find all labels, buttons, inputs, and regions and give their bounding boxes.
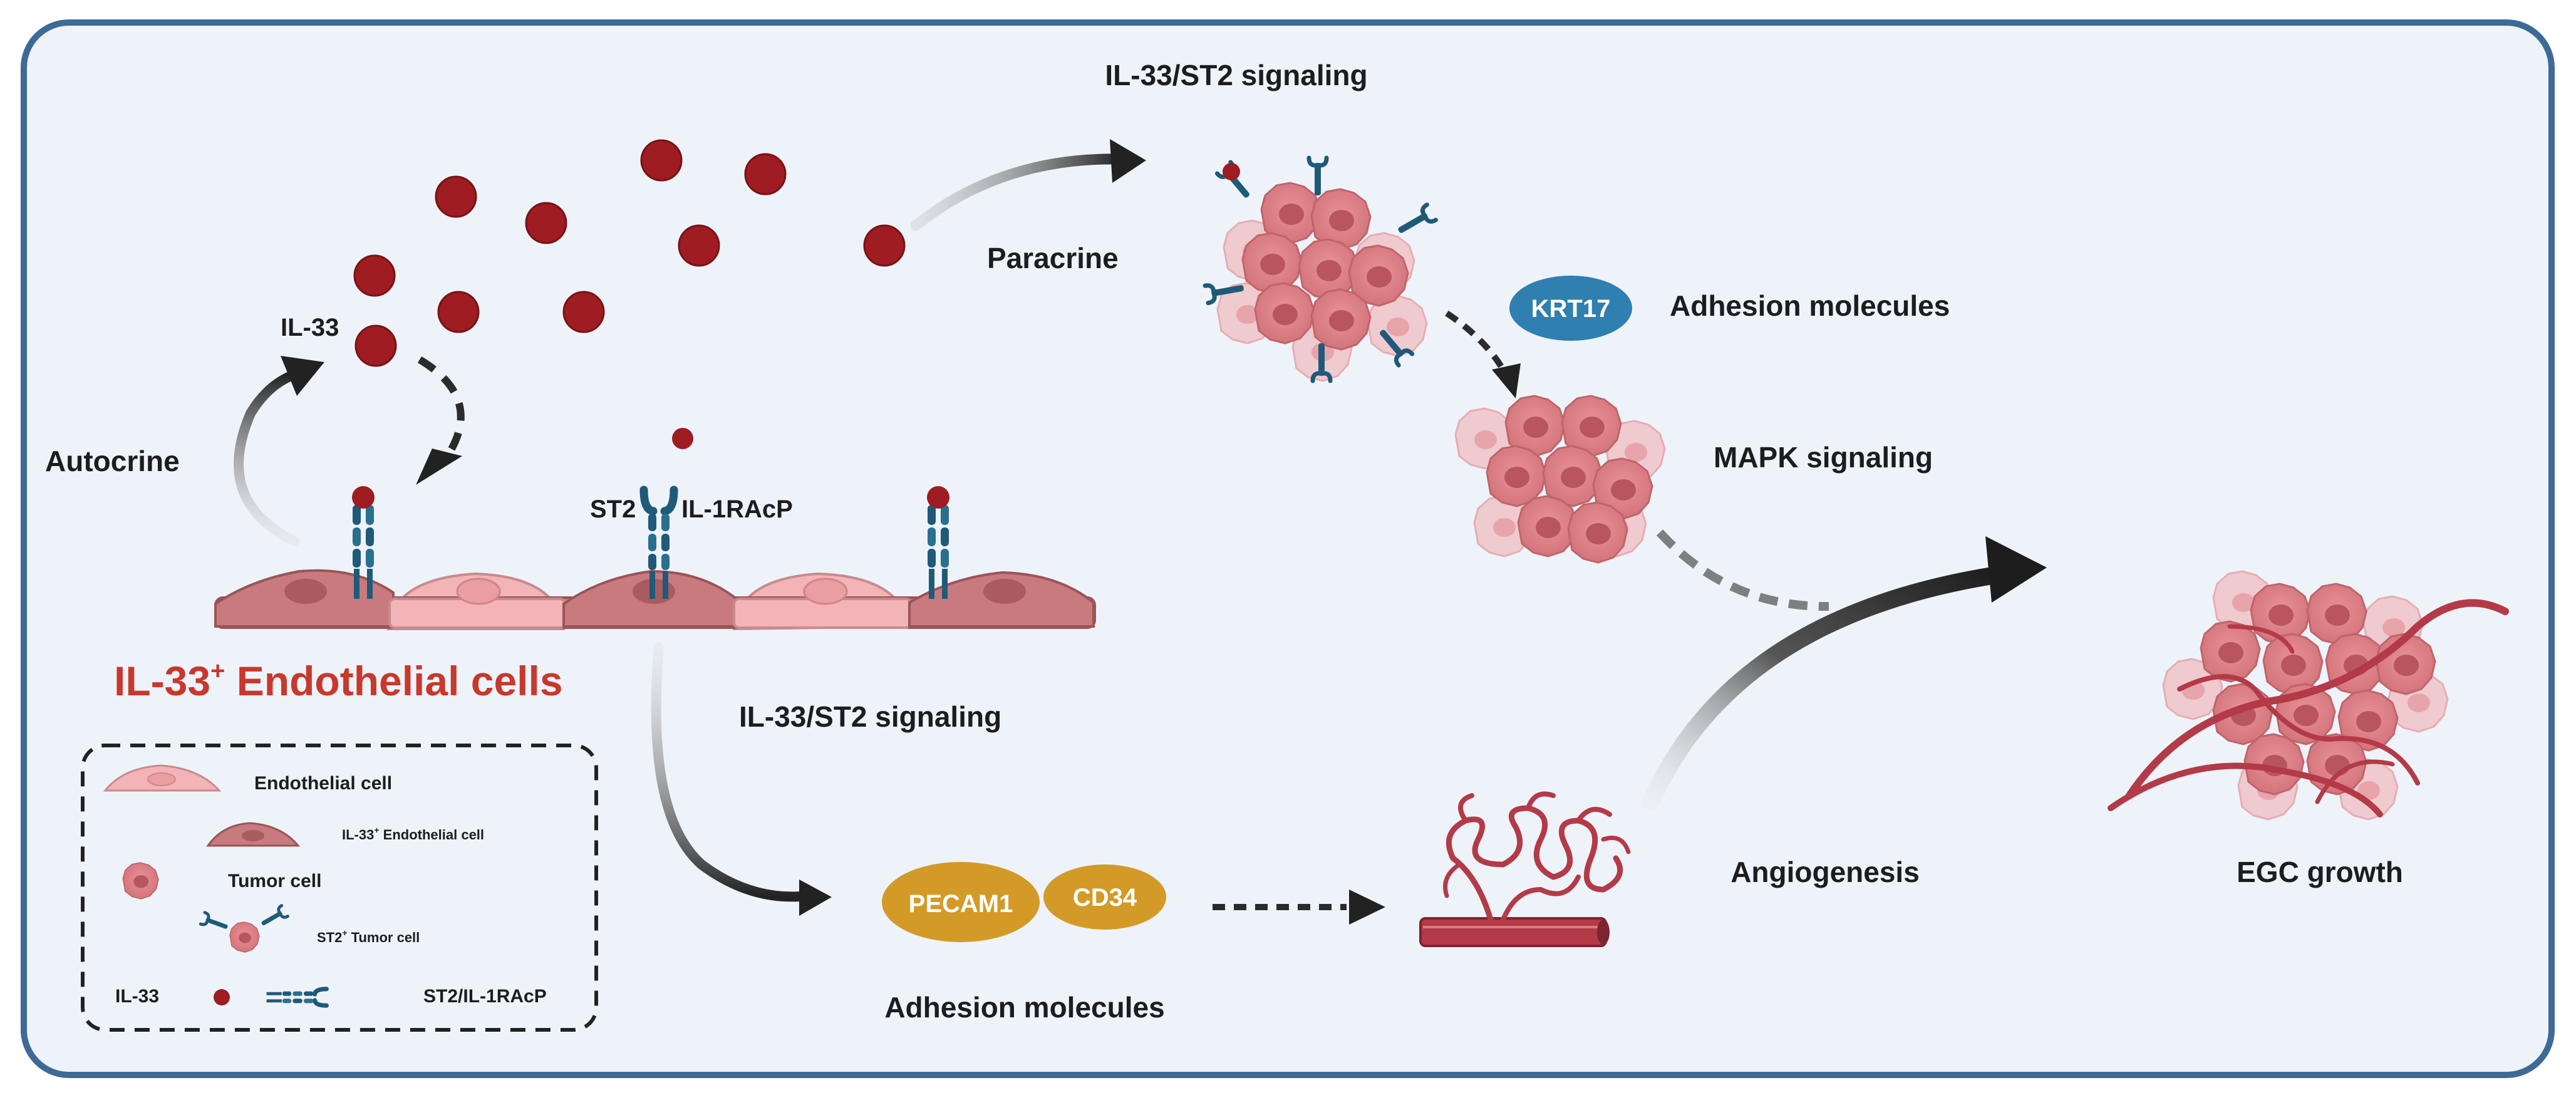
legend-tumor-label: Tumor cell (228, 871, 321, 891)
paracrine-label: Paracrine (987, 242, 1119, 274)
il33-dots-cloud (353, 139, 906, 449)
krt17-label: KRT17 (1531, 295, 1611, 323)
blood-vessel-icon (1419, 791, 1631, 947)
cd34-pill (1043, 864, 1166, 930)
il33-dot-icon (435, 175, 477, 218)
angiogenesis-label: Angiogenesis (1730, 856, 1920, 888)
il33-binding-arrow-head (416, 449, 462, 485)
receptors-endothelium (352, 486, 949, 599)
legend-st2-tumor-label: ST2+ Tumor cell (317, 928, 420, 945)
angiogenesis-to-growth-head (1985, 536, 2047, 603)
il33-dot-icon (562, 291, 605, 333)
signaling-label-top: IL-33/ST2 signaling (1105, 59, 1367, 91)
st2-label: ST2 (590, 496, 636, 523)
mapk-to-growth-arrow (1656, 529, 1829, 611)
endothelial-title: IL-33+ Endothelial cells (114, 657, 563, 704)
il33-dot-icon (640, 139, 683, 182)
il33-dot-icon (354, 324, 397, 367)
il33-dot-icon (214, 989, 230, 1005)
autocrine-arrow-head (281, 356, 324, 396)
il33-dot-icon (353, 254, 396, 297)
adhesion-to-angiogenesis-head (1349, 890, 1385, 925)
il33-dot-icon (525, 202, 567, 244)
autocrine-arrow (234, 368, 303, 546)
il33-dot-icon (437, 291, 480, 333)
il33-dot-icon (863, 224, 906, 267)
signaling-label-bottom: IL-33/ST2 signaling (739, 700, 1001, 733)
cluster-to-mapk-head (1492, 363, 1521, 398)
legend-il33-endothelial-label: IL-33+ Endothelial cell (342, 825, 484, 843)
endothelial-layer (214, 569, 1096, 631)
pecam1-label: PECAM1 (909, 890, 1013, 918)
autocrine-label: Autocrine (45, 445, 180, 477)
il1racp-label: IL-1RAcP (681, 496, 793, 523)
legend: Endothelial cell IL-33+ Endothelial cell… (81, 744, 598, 1032)
paracrine-arrow (910, 153, 1127, 231)
mapk-label: MAPK signaling (1714, 441, 1933, 474)
signaling-arrow-bottom (651, 643, 813, 902)
krt17-pill (1509, 276, 1632, 341)
il33-dot-icon (678, 224, 720, 267)
legend-box (81, 744, 598, 1032)
egc-growth-label: EGC growth (2237, 856, 2403, 888)
cd34-label: CD34 (1073, 884, 1137, 911)
il33-label: IL-33 (281, 314, 339, 341)
il33-dot-icon (672, 428, 693, 449)
legend-il33-label: IL-33 (115, 986, 159, 1007)
legend-endothelial-label: Endothelial cell (254, 773, 392, 794)
il33-binding-dashed-arrow (417, 356, 465, 466)
il33-dot-icon (744, 153, 787, 195)
legend-st2-il1racp-label: ST2/IL-1RAcP (423, 986, 547, 1007)
signaling-arrow-bottom-head (799, 879, 832, 916)
adhesion-label-bottom: Adhesion molecules (884, 991, 1164, 1024)
angiogenesis-to-growth-arrow (1642, 565, 2013, 811)
st2-tumor-cluster (1205, 158, 1435, 381)
cluster-to-mapk-arrow (1445, 310, 1506, 371)
paracrine-arrow-head (1110, 139, 1146, 183)
diagram-frame (21, 19, 2555, 1078)
pecam1-pill (882, 862, 1040, 942)
adhesion-label-top: Adhesion molecules (1670, 289, 1950, 322)
tumor-mass-icon (2108, 570, 2509, 821)
